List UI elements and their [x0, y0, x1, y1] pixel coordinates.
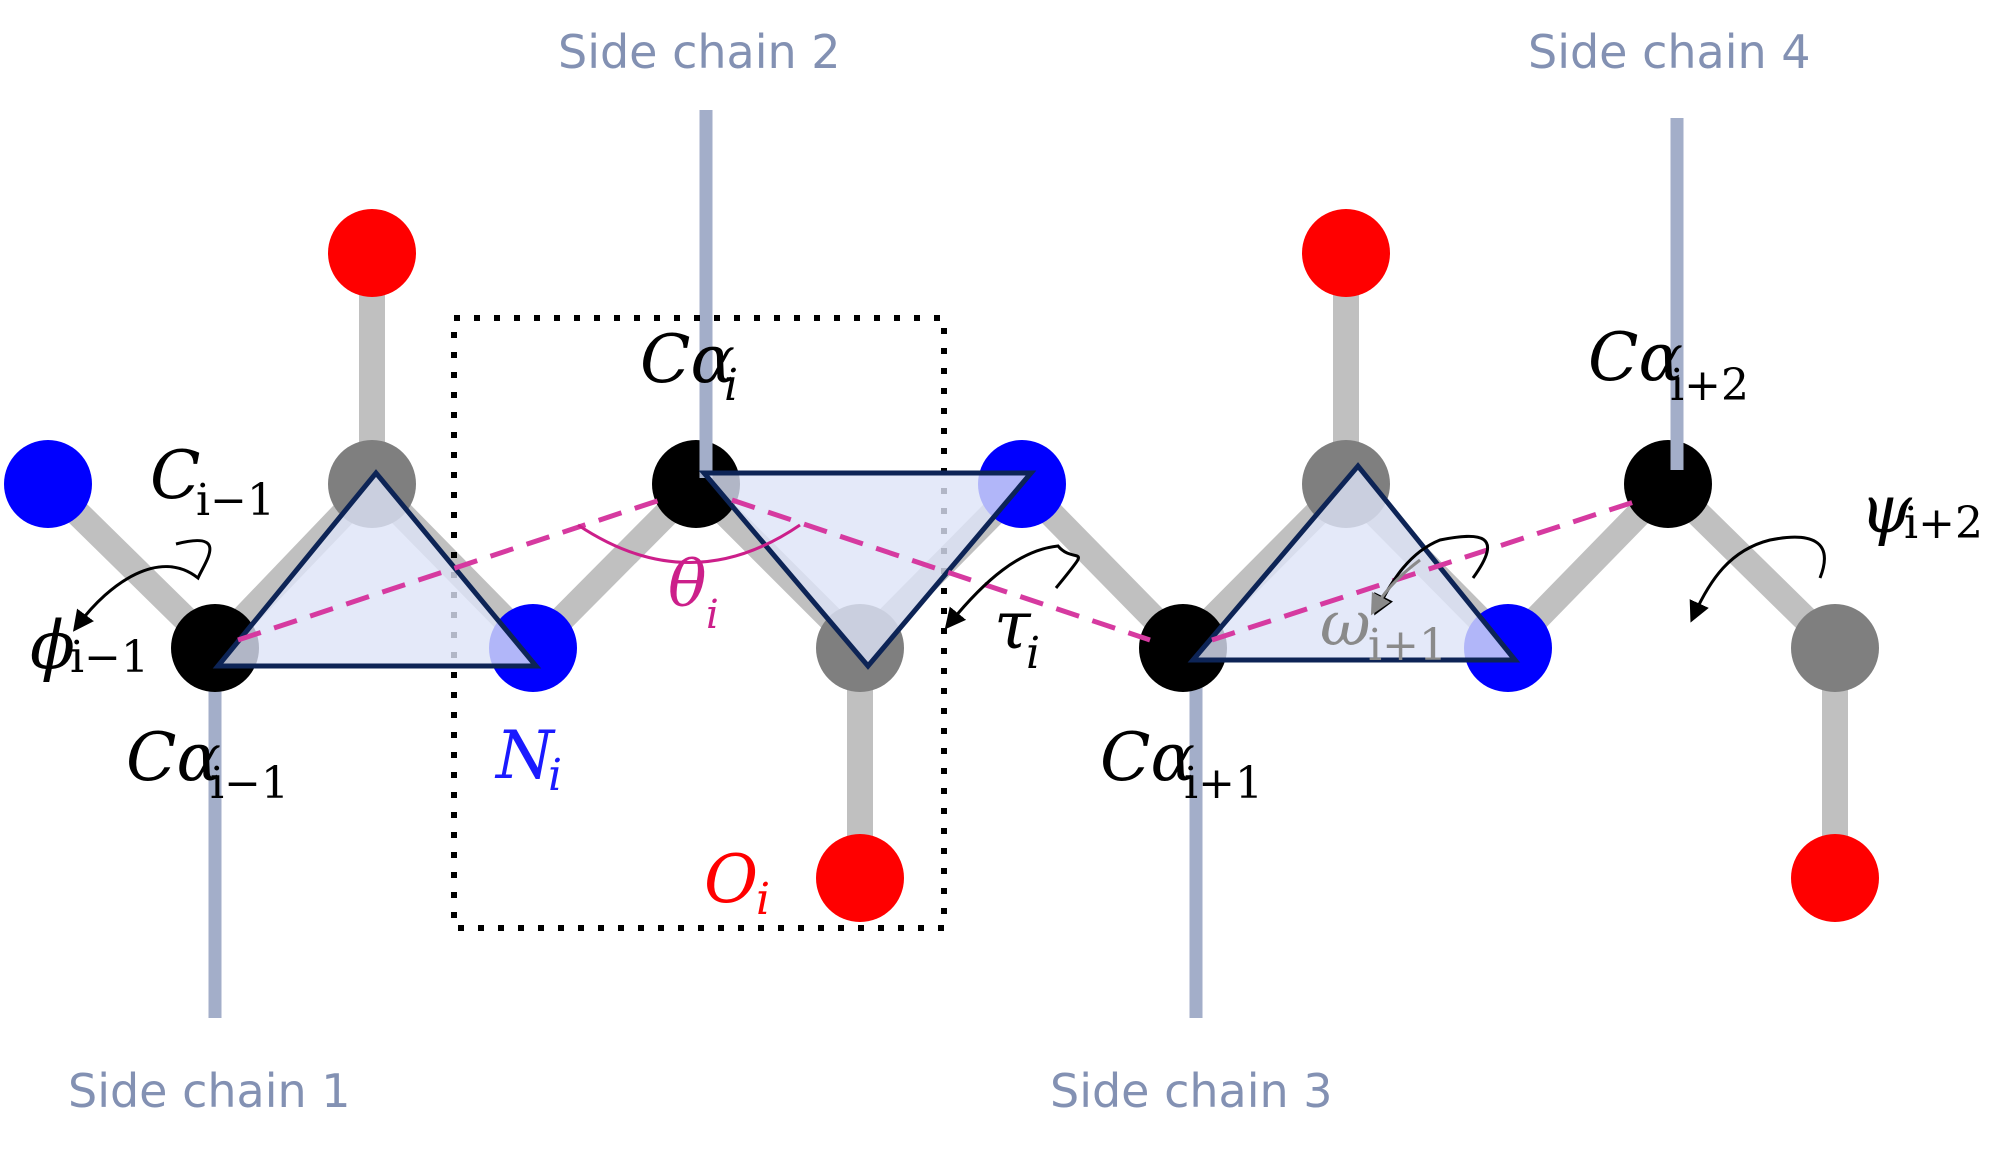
label-ca-i+2: Cα i+2	[1588, 319, 1749, 411]
peptide-plane-triangles	[212, 462, 1521, 670]
label-ca-i-sub: i	[724, 360, 738, 411]
side-chain-label-1: Side chain 1	[68, 1064, 351, 1118]
label-n-i-sub: i	[548, 750, 562, 801]
label-c-i-1: C i−1	[150, 437, 275, 526]
label-ca-i-1-sub: i−1	[210, 758, 289, 809]
label-tau-sub: i	[1026, 628, 1040, 679]
label-n-i-main: N	[494, 717, 556, 794]
label-tau-main: τ	[994, 587, 1032, 664]
label-tau: τ i	[994, 587, 1040, 679]
theta-angle-arc	[577, 523, 801, 564]
label-o-i-main: O	[704, 841, 758, 918]
peptide-triangle-3	[1187, 462, 1521, 663]
label-o-i-sub: i	[756, 874, 770, 925]
alpha-carbon-atom-i-1	[171, 604, 259, 692]
omega-rotation-arrow-ghost	[1370, 558, 1421, 616]
oxygen-atom-i	[816, 834, 904, 922]
side-chain-label-3: Side chain 3	[1050, 1064, 1333, 1118]
alpha-carbon-atom-i	[652, 440, 740, 528]
label-theta: θ i	[668, 548, 719, 638]
tau-rotation-arrow	[944, 544, 1080, 630]
label-ca-i+2-main: Cα	[1588, 319, 1683, 396]
label-n-i: N i	[494, 717, 562, 801]
label-ca-i-1-main: Cα	[126, 719, 221, 796]
label-phi: ϕ i−1	[30, 607, 149, 684]
phi-rotation-arrow	[72, 539, 212, 632]
label-c-i-1-sub: i−1	[196, 475, 275, 526]
oxygen-atom-i+1	[1302, 209, 1390, 297]
label-phi-main: ϕ	[30, 607, 75, 684]
label-omega: ω i+1	[1320, 587, 1447, 671]
label-ca-i-1: Cα i−1	[126, 719, 289, 809]
nitrogen-atom-i	[489, 604, 577, 692]
label-theta-main: θ	[668, 548, 707, 622]
oxygen-atom-i+2	[1791, 834, 1879, 922]
label-theta-sub: i	[706, 592, 719, 638]
label-psi-sub: i+2	[1904, 498, 1983, 549]
label-ca-i: Cα i	[640, 321, 738, 411]
label-o-i: O i	[704, 841, 770, 925]
side-chain-label-4: Side chain 4	[1528, 25, 1811, 79]
alpha-carbon-atom-i+1	[1139, 604, 1227, 692]
label-omega-main: ω	[1320, 587, 1371, 660]
carbonyl-carbon-atom-i+2	[1791, 604, 1879, 692]
label-c-i-1-main: C	[150, 437, 201, 514]
oxygen-atom	[328, 209, 416, 297]
label-ca-i+1: Cα i+1	[1100, 719, 1263, 809]
label-psi: ψ i+2	[1860, 471, 1983, 549]
label-ca-i+2-sub: i+2	[1670, 360, 1749, 411]
alpha-carbon-atom-i+2	[1624, 440, 1712, 528]
psi-rotation-arrow	[1689, 535, 1826, 623]
label-omega-sub: i+1	[1368, 620, 1447, 671]
label-ca-i+1-sub: i+1	[1184, 758, 1263, 809]
nitrogen-atom	[4, 440, 92, 528]
peptide-triangle-2	[698, 470, 1037, 670]
label-ca-i+1-main: Cα	[1100, 719, 1195, 796]
label-phi-sub: i−1	[70, 632, 149, 683]
label-psi-main: ψ	[1860, 471, 1913, 548]
side-chain-label-2: Side chain 2	[558, 25, 841, 79]
peptide-plane-box	[451, 315, 947, 931]
label-ca-i-main: Cα	[640, 321, 735, 398]
atoms	[4, 209, 1879, 922]
